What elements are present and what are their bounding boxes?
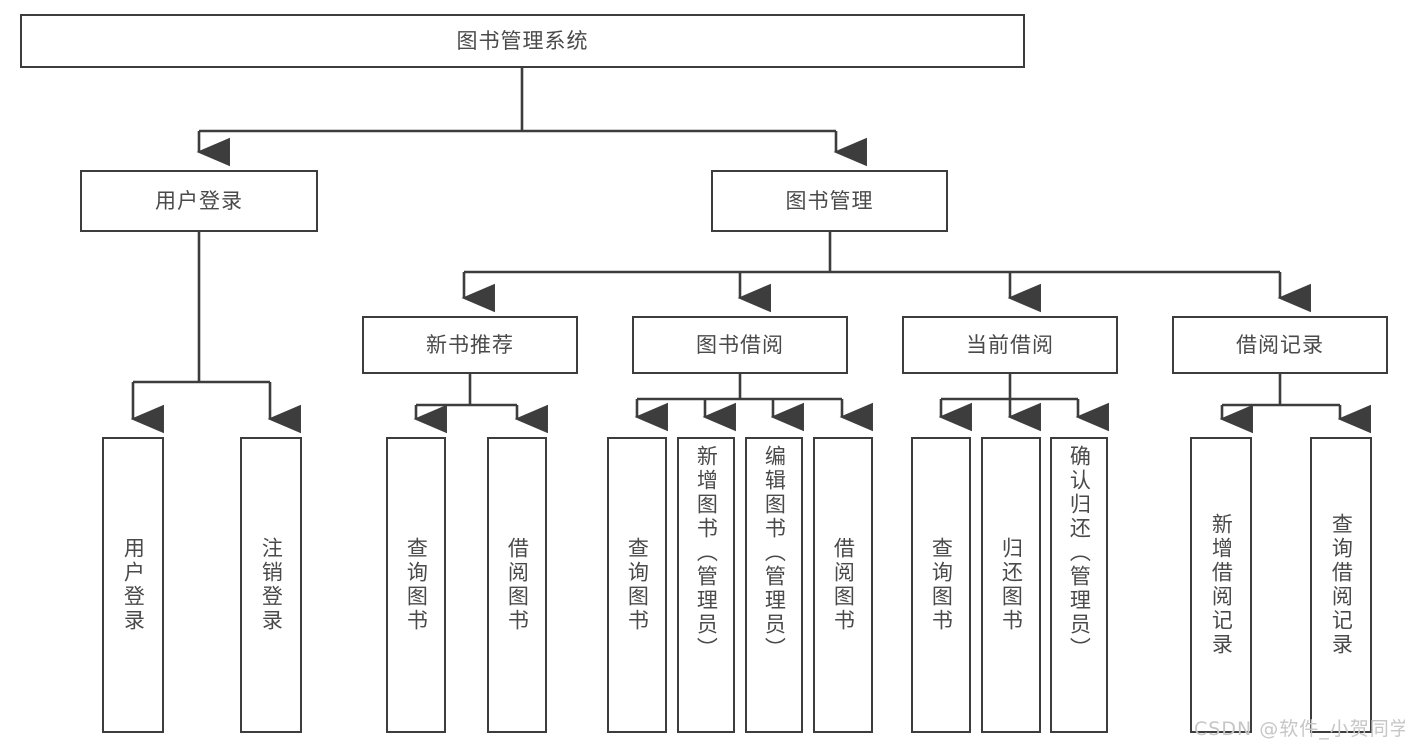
leaf-record-add-record-label: 新增借阅记录 bbox=[1209, 513, 1234, 657]
leaf-user-login-login[interactable]: 用户登录 bbox=[102, 437, 164, 733]
leaf-record-query-record-label: 查询借阅记录 bbox=[1329, 513, 1354, 657]
node-book-borrow-label: 图书借阅 bbox=[696, 332, 784, 357]
leaf-borrow-borrow-book-label: 借阅图书 bbox=[831, 537, 856, 633]
node-book-management[interactable]: 图书管理 bbox=[711, 170, 948, 232]
leaf-user-login-login-label: 用户登录 bbox=[121, 537, 146, 633]
leaf-borrow-edit-book-label: 编辑图书（管理员） bbox=[762, 445, 787, 661]
node-root-system-label: 图书管理系统 bbox=[456, 28, 589, 53]
leaf-current-confirm-return[interactable]: 确认归还（管理员） bbox=[1050, 437, 1108, 733]
node-current-borrow-label: 当前借阅 bbox=[966, 332, 1054, 357]
leaf-user-login-logout-label: 注销登录 bbox=[259, 537, 284, 633]
node-new-book-recommend[interactable]: 新书推荐 bbox=[362, 316, 578, 374]
node-borrow-record[interactable]: 借阅记录 bbox=[1172, 316, 1388, 374]
node-root-system[interactable]: 图书管理系统 bbox=[20, 14, 1025, 68]
leaf-current-query-book-label: 查询图书 bbox=[929, 537, 954, 633]
leaf-recommend-borrow-book[interactable]: 借阅图书 bbox=[487, 437, 547, 733]
node-borrow-record-label: 借阅记录 bbox=[1236, 332, 1324, 357]
leaf-borrow-add-book-label: 新增图书（管理员） bbox=[694, 445, 719, 661]
node-new-book-recommend-label: 新书推荐 bbox=[426, 332, 514, 357]
leaf-record-query-record[interactable]: 查询借阅记录 bbox=[1310, 437, 1372, 733]
leaf-borrow-borrow-book[interactable]: 借阅图书 bbox=[813, 437, 873, 733]
leaf-current-confirm-return-label: 确认归还（管理员） bbox=[1067, 445, 1092, 661]
leaf-borrow-edit-book[interactable]: 编辑图书（管理员） bbox=[745, 437, 803, 733]
leaf-current-return-book[interactable]: 归还图书 bbox=[981, 437, 1041, 733]
node-user-login-label: 用户登录 bbox=[155, 188, 243, 213]
node-current-borrow[interactable]: 当前借阅 bbox=[902, 316, 1118, 374]
leaf-borrow-add-book[interactable]: 新增图书（管理员） bbox=[677, 437, 735, 733]
leaf-borrow-query-book-label: 查询图书 bbox=[625, 537, 650, 633]
leaf-recommend-borrow-book-label: 借阅图书 bbox=[505, 537, 530, 633]
leaf-recommend-query-book[interactable]: 查询图书 bbox=[386, 437, 446, 733]
node-user-login[interactable]: 用户登录 bbox=[80, 170, 318, 232]
leaf-current-query-book[interactable]: 查询图书 bbox=[911, 437, 971, 733]
node-book-management-label: 图书管理 bbox=[785, 188, 874, 213]
leaf-record-add-record[interactable]: 新增借阅记录 bbox=[1190, 437, 1252, 733]
leaf-user-login-logout[interactable]: 注销登录 bbox=[240, 437, 302, 733]
leaf-recommend-query-book-label: 查询图书 bbox=[404, 537, 429, 633]
csdn-watermark: CSDN @软件_小贺同学 bbox=[1194, 718, 1405, 740]
leaf-current-return-book-label: 归还图书 bbox=[999, 537, 1024, 633]
leaf-borrow-query-book[interactable]: 查询图书 bbox=[607, 437, 667, 733]
node-book-borrow[interactable]: 图书借阅 bbox=[632, 316, 848, 374]
